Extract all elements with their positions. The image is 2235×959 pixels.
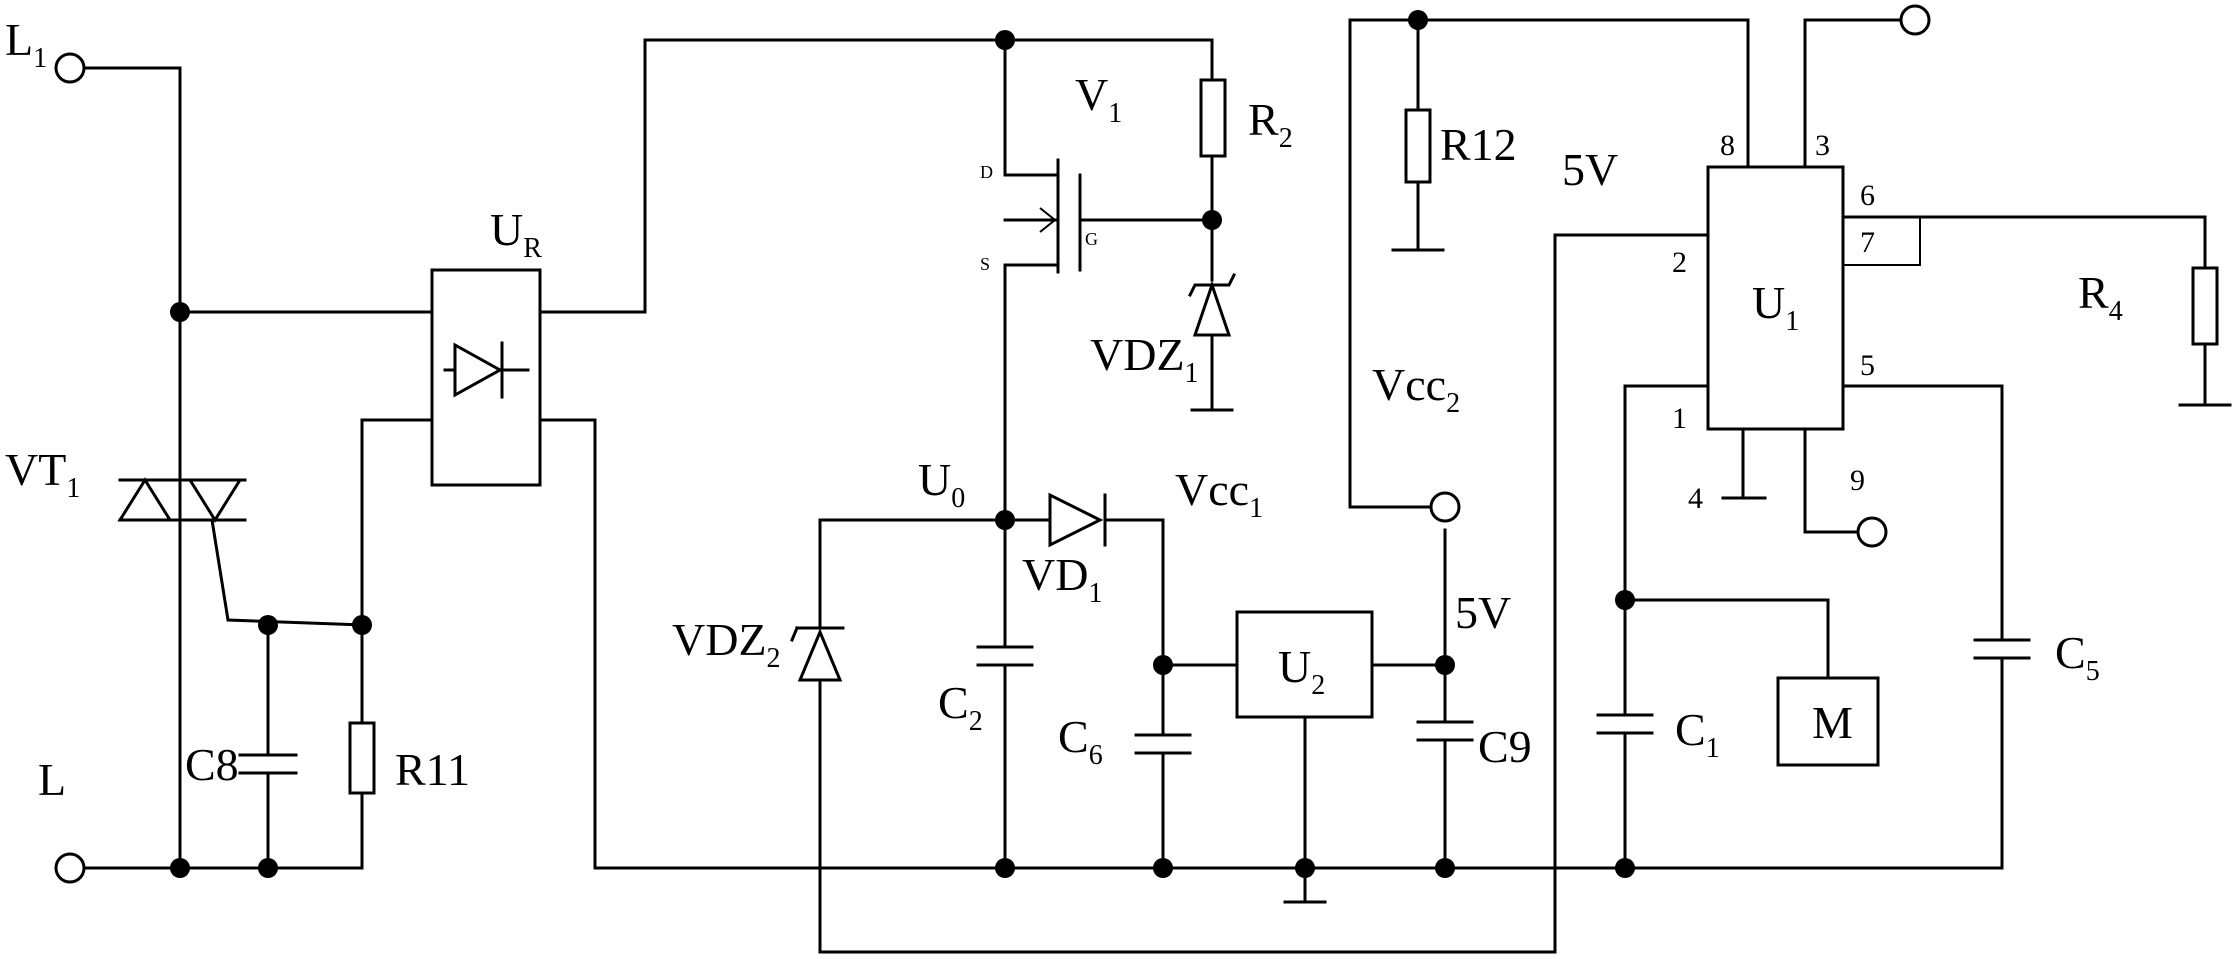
label-UR: UR [490, 204, 542, 264]
capacitor-C8 [240, 625, 296, 868]
label-VT1: VT1 [5, 444, 80, 504]
ground-rail [995, 858, 2002, 902]
label-5v-mid: 5V [1455, 587, 1511, 638]
label-C5: C5 [2055, 627, 2100, 687]
label-VD1: VD1 [1022, 549, 1102, 609]
pin-9: 9 [1850, 464, 1865, 497]
pin-6: 6 [1860, 179, 1875, 212]
label-R12: R12 [1440, 119, 1517, 170]
zener-VDZ2 [792, 235, 1708, 952]
label-VDZ2: VDZ2 [672, 614, 781, 674]
zener-VDZ1 [1190, 275, 1234, 410]
label-R4: R4 [2078, 267, 2123, 327]
label-G: G [1085, 229, 1098, 249]
capacitor-C5 [1975, 640, 2029, 868]
label-C2: C2 [938, 677, 983, 737]
resistor-R2 [1201, 80, 1225, 280]
mains-section [56, 54, 432, 882]
label-C8: C8 [185, 739, 239, 790]
terminal-pin3 [1901, 6, 1929, 34]
ic-U1 [1625, 6, 2205, 700]
label-VDZ1: VDZ1 [1090, 329, 1199, 389]
label-C9: C9 [1478, 721, 1532, 772]
label-L: L [38, 754, 66, 805]
pin-2: 2 [1672, 246, 1687, 279]
label-Vcc2: Vcc2 [1372, 359, 1460, 419]
resistor-R4 [2180, 268, 2230, 405]
resistor-R12 [1393, 20, 1443, 250]
pin-4: 4 [1688, 482, 1703, 515]
label-U0: U0 [918, 454, 965, 514]
label-V1: V1 [1075, 69, 1122, 129]
label-R2: R2 [1248, 94, 1293, 154]
label-R11: R11 [395, 744, 470, 795]
pin-7: 7 [1860, 226, 1875, 259]
triac-VT1 [120, 480, 362, 625]
pin-1: 1 [1672, 402, 1687, 435]
terminal-L [56, 854, 84, 882]
label-L1: L1 [5, 14, 47, 74]
label-Vcc1: Vcc1 [1175, 464, 1263, 524]
pin-8: 8 [1720, 129, 1735, 162]
label-S: S [980, 254, 990, 274]
terminal-Vcc2 [1431, 493, 1459, 521]
resistor-R11 [350, 420, 432, 868]
pin-3: 3 [1815, 129, 1830, 162]
label-D: D [980, 162, 993, 182]
capacitor-C9 [1418, 530, 1472, 868]
terminal-pin9 [1858, 518, 1886, 546]
label-M: M [1812, 697, 1853, 748]
capacitor-C1 [1598, 600, 1652, 868]
capacitor-C6 [1136, 665, 1190, 868]
label-C6: C6 [1058, 711, 1103, 771]
label-5v-top: 5V [1562, 144, 1618, 195]
label-C1: C1 [1675, 704, 1720, 764]
terminal-L1 [56, 54, 84, 82]
pin-5: 5 [1860, 349, 1875, 382]
